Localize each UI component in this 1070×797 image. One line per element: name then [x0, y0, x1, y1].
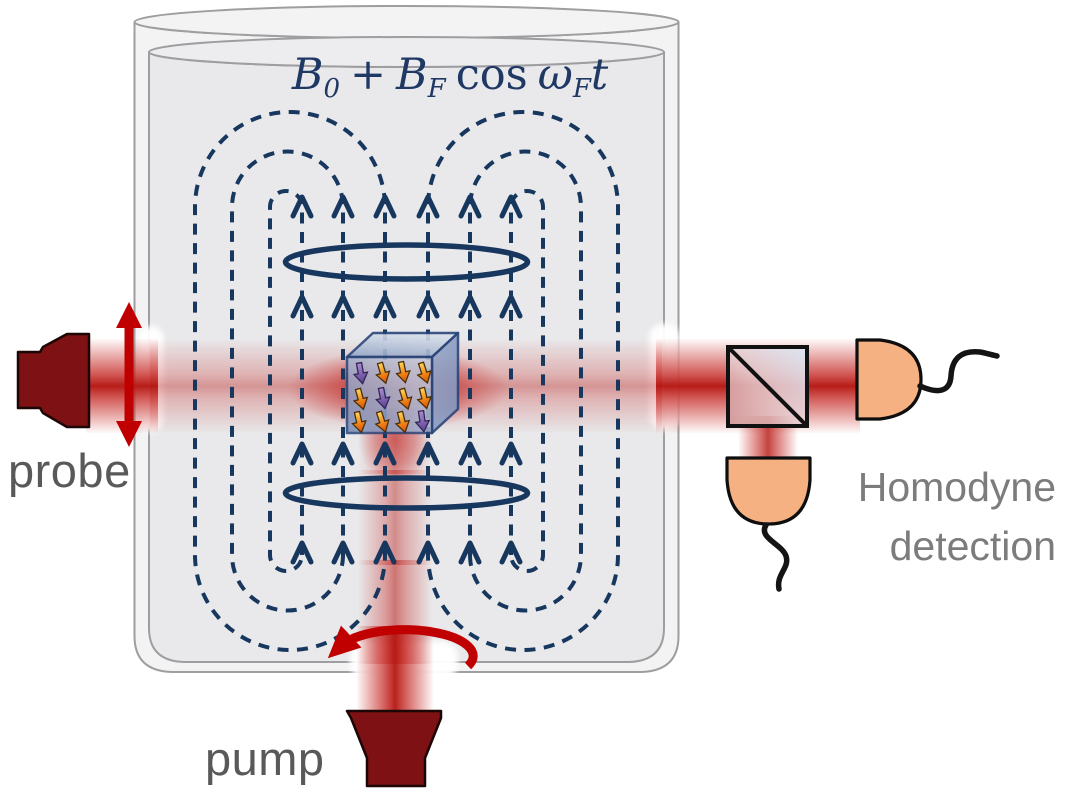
beam-splitter-diagonal	[728, 347, 807, 426]
pump-label: pump	[205, 732, 325, 785]
probe-beam-left	[86, 338, 158, 434]
detector-wire-right	[917, 348, 1000, 394]
homodyne-label-line1: Homodyne	[857, 464, 1056, 510]
photodetector-bottom	[725, 456, 812, 592]
coil-top	[282, 242, 531, 282]
photodetector-right	[855, 338, 1000, 421]
probe-label: probe	[8, 444, 131, 497]
shield-top-rim-inner	[148, 36, 665, 68]
probe-laser-source	[16, 332, 91, 429]
beam-splitter	[726, 345, 809, 428]
linear-polarization-arrow	[116, 302, 142, 447]
pump-beam-outer	[356, 626, 434, 716]
circular-polarization-arrow	[327, 625, 478, 670]
detector-wire-bottom	[761, 522, 790, 592]
homodyne-detection-label: Homodyne detection	[800, 458, 1056, 577]
coil-bottom	[282, 475, 531, 511]
shield-top-rim-outer	[133, 5, 680, 39]
pump-laser-source	[345, 709, 443, 788]
homodyne-label-line2: detection	[889, 523, 1056, 570]
